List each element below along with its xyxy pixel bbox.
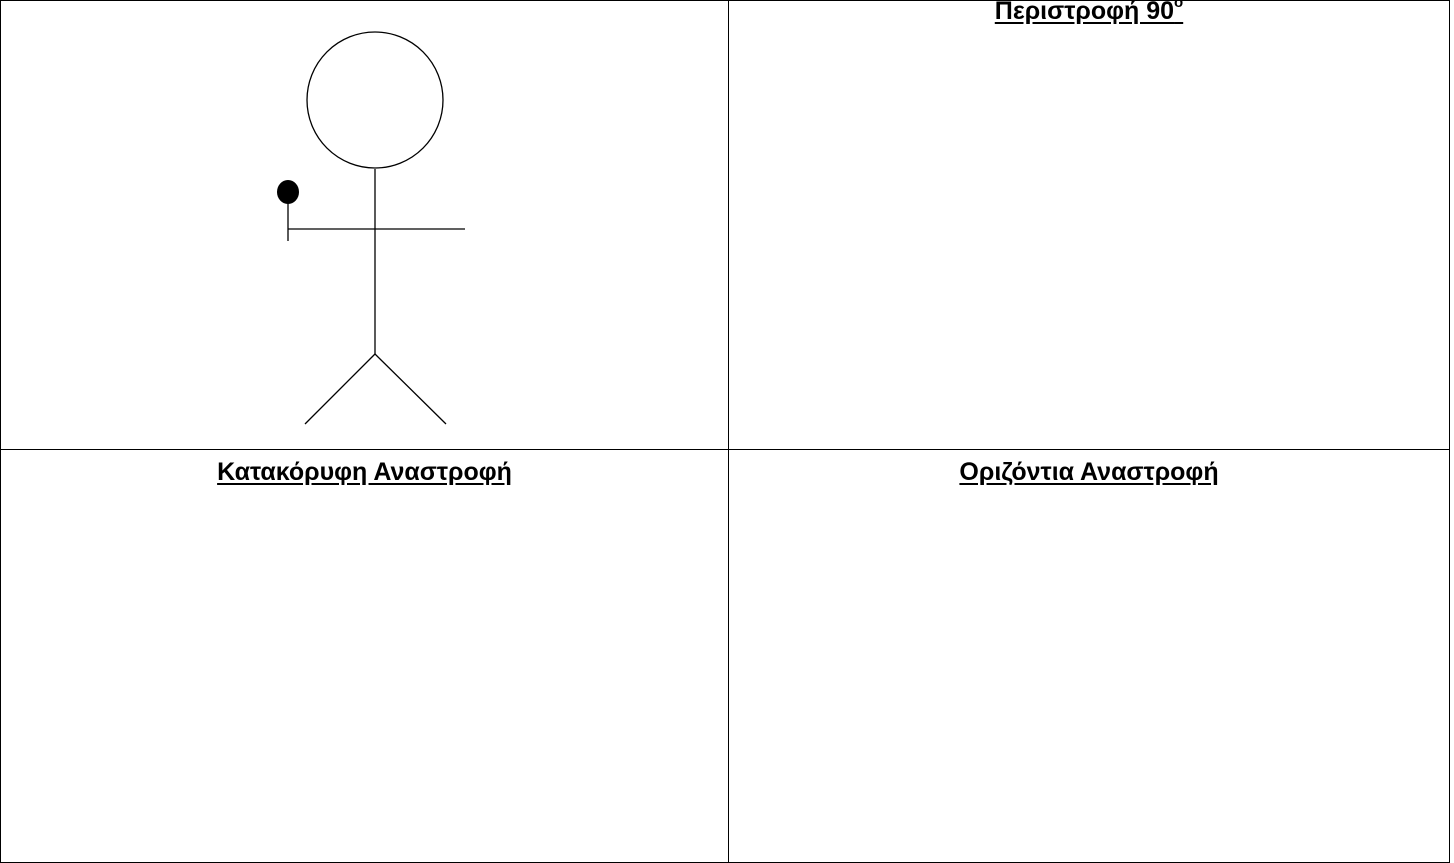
- cell-original-figure: [1, 1, 729, 450]
- stick-figure: [1, 1, 729, 450]
- vertical-flip-title: Κατακόρυφη Αναστροφή: [1, 450, 728, 486]
- head-circle: [307, 32, 443, 168]
- horizontal-flip-title: Οριζόντια Αναστροφή: [729, 450, 1449, 486]
- right-leg-line: [375, 354, 446, 424]
- cell-rotation: Περιστροφή 90o: [729, 1, 1450, 450]
- degree-superscript: o: [1174, 0, 1183, 11]
- cell-horizontal-flip: Οριζόντια Αναστροφή: [729, 450, 1450, 863]
- rotation-title: Περιστροφή 90o: [729, 0, 1449, 25]
- left-leg-line: [305, 354, 375, 424]
- held-ball: [277, 180, 299, 204]
- cell-vertical-flip: Κατακόρυφη Αναστροφή: [1, 450, 729, 863]
